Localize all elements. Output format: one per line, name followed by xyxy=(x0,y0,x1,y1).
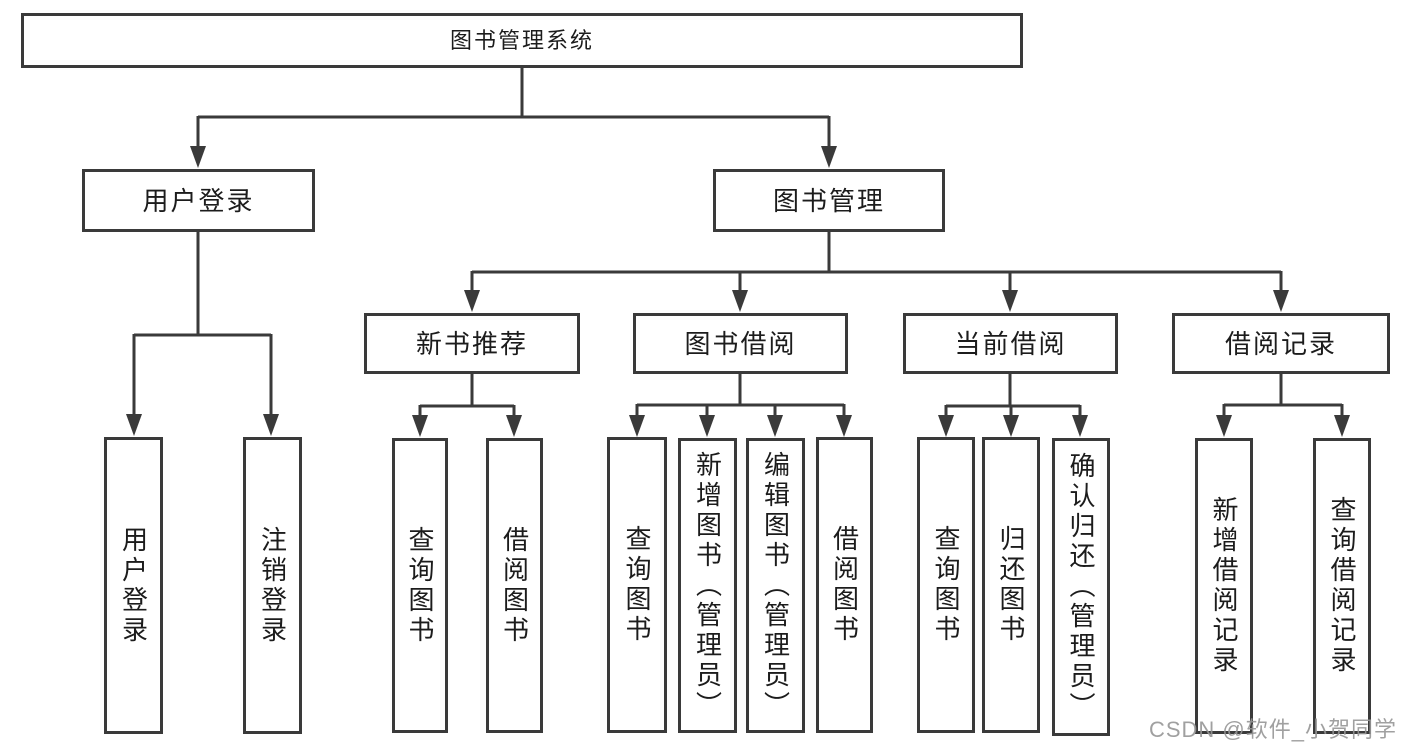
arrowhead-icon xyxy=(190,146,206,168)
arrowhead-icon xyxy=(1003,415,1019,437)
arrowhead-icon xyxy=(1002,290,1018,312)
connector-line xyxy=(946,374,1080,408)
connector-line xyxy=(420,374,514,408)
node-label: 新增借阅记录 xyxy=(1209,496,1239,676)
node-query-book-borrowing: 查询图书 xyxy=(607,437,667,733)
node-query-book-recommend: 查询图书 xyxy=(392,438,448,733)
node-return-book: 归还图书 xyxy=(982,437,1040,733)
arrowhead-icon xyxy=(464,290,480,312)
node-new-book-recommend: 新书推荐 xyxy=(364,313,580,374)
node-label: 查询借阅记录 xyxy=(1327,496,1357,676)
node-borrow-book: 借阅图书 xyxy=(816,437,873,733)
node-confirm-return-admin: 确认归还（管理员） xyxy=(1052,438,1110,736)
node-label: 确认归还（管理员） xyxy=(1066,452,1096,722)
node-label: 新增图书（管理员） xyxy=(692,450,723,721)
node-query-borrow-record: 查询借阅记录 xyxy=(1313,438,1371,734)
node-label: 查询图书 xyxy=(405,525,435,646)
node-add-borrow-record: 新增借阅记录 xyxy=(1195,438,1253,734)
node-root: 图书管理系统 xyxy=(21,13,1023,68)
arrowhead-icon xyxy=(938,415,954,437)
node-borrowing-records: 借阅记录 xyxy=(1172,313,1390,374)
arrowhead-icon xyxy=(699,415,715,437)
arrowhead-icon xyxy=(836,415,852,437)
node-label: 当前借阅 xyxy=(954,328,1067,359)
node-query-book-current: 查询图书 xyxy=(917,437,975,733)
connector-line xyxy=(472,232,1281,274)
node-label: 查询图书 xyxy=(622,525,652,645)
node-current-borrowing: 当前借阅 xyxy=(903,313,1118,374)
arrowhead-icon xyxy=(1334,415,1350,437)
node-label: 图书管理系统 xyxy=(449,27,594,53)
arrowhead-icon xyxy=(126,414,142,436)
node-book-borrowing: 图书借阅 xyxy=(633,313,848,374)
node-label: 借阅图书 xyxy=(829,525,860,645)
connector-line xyxy=(198,68,829,119)
node-label: 图书管理 xyxy=(772,185,885,216)
node-borrow-book-recommend: 借阅图书 xyxy=(486,438,543,733)
node-add-book-admin: 新增图书（管理员） xyxy=(678,438,737,733)
arrowhead-icon xyxy=(1273,290,1289,312)
node-book-management: 图书管理 xyxy=(713,169,945,232)
node-label: 查询图书 xyxy=(931,525,961,645)
node-label: 用户登录 xyxy=(142,185,255,216)
node-label: 编辑图书（管理员） xyxy=(760,450,791,721)
arrowhead-icon xyxy=(1216,415,1232,437)
node-label: 图书借阅 xyxy=(684,328,797,359)
node-label: 新书推荐 xyxy=(415,328,528,359)
connector-line xyxy=(134,232,271,337)
node-logout: 注销登录 xyxy=(243,437,302,734)
arrowhead-icon xyxy=(767,415,783,437)
arrowhead-icon xyxy=(821,146,837,168)
node-label: 借阅图书 xyxy=(499,525,530,646)
arrowhead-icon xyxy=(732,290,748,312)
arrowhead-icon xyxy=(629,415,645,437)
node-label: 用户登录 xyxy=(118,525,149,646)
arrowhead-icon xyxy=(1072,415,1088,437)
node-label: 归还图书 xyxy=(996,525,1026,645)
connector-line xyxy=(637,374,844,407)
node-user-login: 用户登录 xyxy=(82,169,315,232)
node-edit-book-admin: 编辑图书（管理员） xyxy=(746,438,805,733)
node-login-user: 用户登录 xyxy=(104,437,163,734)
arrowhead-icon xyxy=(506,415,522,437)
node-label: 借阅记录 xyxy=(1224,328,1337,359)
arrowhead-icon xyxy=(263,414,279,436)
connector-line xyxy=(1224,374,1342,407)
arrowhead-icon xyxy=(412,415,428,437)
node-label: 注销登录 xyxy=(257,525,288,646)
